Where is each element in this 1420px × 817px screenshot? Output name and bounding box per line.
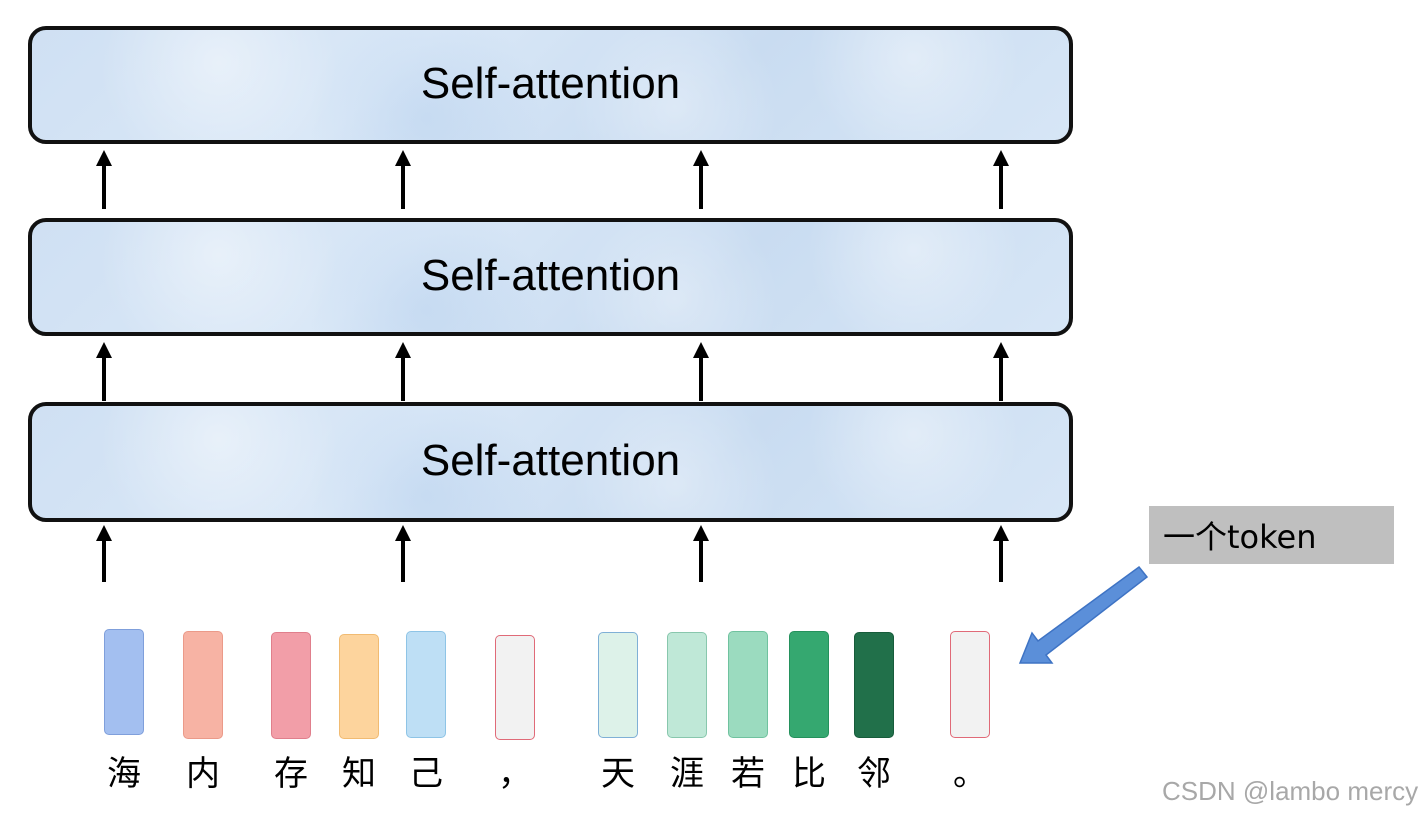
token-char: 涯 bbox=[670, 754, 704, 794]
token-bar bbox=[598, 632, 638, 738]
layer-label: Self-attention bbox=[420, 59, 681, 108]
up-arrow-icon bbox=[693, 525, 709, 582]
callout-box: 一个token bbox=[1149, 506, 1394, 564]
token-bar bbox=[183, 631, 223, 739]
self-attention-layer-bottom: Self-attention bbox=[28, 402, 1073, 522]
up-arrow-icon bbox=[993, 150, 1009, 209]
token-char: 己 bbox=[409, 754, 443, 794]
token-bar bbox=[495, 635, 535, 740]
self-attention-layer-middle: Self-attention bbox=[28, 218, 1073, 336]
token-char: 内 bbox=[186, 754, 220, 794]
watermark: CSDN @lambo mercy bbox=[1162, 776, 1419, 806]
up-arrow-icon bbox=[993, 342, 1009, 401]
up-arrow-icon bbox=[96, 150, 112, 209]
up-arrow-icon bbox=[96, 342, 112, 401]
token-bar bbox=[339, 634, 379, 739]
layer-label: Self-attention bbox=[420, 436, 681, 485]
token-char: 知 bbox=[342, 754, 376, 794]
up-arrow-icon bbox=[395, 525, 411, 582]
token-char: 比 bbox=[792, 754, 826, 794]
self-attention-layer-top: Self-attention bbox=[28, 26, 1073, 144]
token-char: 存 bbox=[274, 754, 308, 794]
token-bar bbox=[854, 632, 894, 738]
up-arrow-icon bbox=[395, 150, 411, 209]
up-arrow-icon bbox=[693, 342, 709, 401]
token-bar bbox=[789, 631, 829, 738]
token-char: 若 bbox=[731, 754, 765, 794]
token-char: 天 bbox=[601, 754, 635, 794]
up-arrow-icon bbox=[96, 525, 112, 582]
token-char: 。 bbox=[953, 754, 987, 794]
token-bar bbox=[667, 632, 707, 738]
token-bar bbox=[104, 629, 144, 735]
up-arrow-icon bbox=[395, 342, 411, 401]
callout-arrow-icon bbox=[1018, 565, 1149, 664]
token-bar bbox=[950, 631, 990, 738]
callout-arrow bbox=[1018, 565, 1149, 664]
layer-label: Self-attention bbox=[420, 251, 681, 300]
token-bar bbox=[728, 631, 768, 738]
token-bar bbox=[271, 632, 311, 739]
token-char: 海 bbox=[107, 754, 141, 794]
token-char: 邻 bbox=[857, 754, 891, 794]
up-arrow-icon bbox=[693, 150, 709, 209]
callout-label: 一个token bbox=[1163, 518, 1317, 556]
up-arrow-icon bbox=[993, 525, 1009, 582]
token-bar bbox=[406, 631, 446, 738]
token-char: ， bbox=[498, 754, 532, 794]
